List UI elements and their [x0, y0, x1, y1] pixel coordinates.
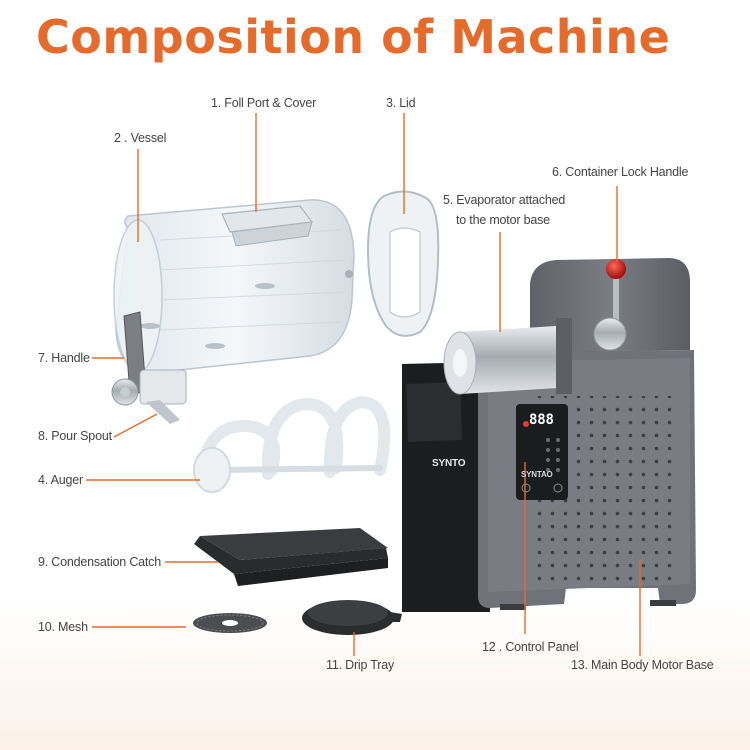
panel-brand-text: SYNTAO — [521, 470, 553, 479]
label-fill-port: 1. Foll Port & Cover — [211, 96, 317, 110]
auger — [193, 395, 391, 493]
label-mesh: 10. Mesh — [38, 620, 88, 634]
plus-button-icon — [553, 483, 563, 493]
vessel — [113, 199, 355, 374]
label-vessel: 2 . Vessel — [114, 131, 167, 145]
mesh — [193, 613, 267, 633]
power-indicator-icon — [523, 421, 529, 427]
drip-tray — [302, 600, 402, 635]
label-lid: 3. Lid — [386, 96, 416, 110]
label-drip-tray: 11. Drip Tray — [326, 658, 395, 672]
label-motor-base: 13. Main Body Motor Base — [571, 658, 714, 672]
side-brand-text: SYNTO — [432, 458, 466, 469]
fill-port-cover — [221, 205, 314, 247]
label-auger: 4. Auger — [38, 473, 83, 487]
main-body — [402, 258, 696, 612]
minus-button-icon — [521, 483, 531, 493]
label-evaporator-line1: 5. Evaporator attached — [443, 193, 566, 207]
pour-spout — [111, 369, 187, 424]
container-lock-handle — [593, 259, 627, 351]
label-lock-handle: 6. Container Lock Handle — [552, 165, 689, 179]
label-control-panel: 12 . Control Panel — [482, 640, 579, 654]
label-evaporator-line2: to the motor base — [456, 213, 550, 227]
lid — [366, 190, 440, 337]
label-handle: 7. Handle — [38, 351, 90, 365]
control-panel-surface — [516, 404, 568, 500]
label-pour-spout: 8. Pour Spout — [38, 429, 112, 443]
condensation-catch — [194, 528, 388, 586]
control-display: 888 — [529, 412, 554, 428]
label-condensation-catch: 9. Condensation Catch — [38, 555, 161, 569]
page-title: Composition of Machine — [36, 10, 671, 64]
leader-lines — [86, 113, 641, 656]
